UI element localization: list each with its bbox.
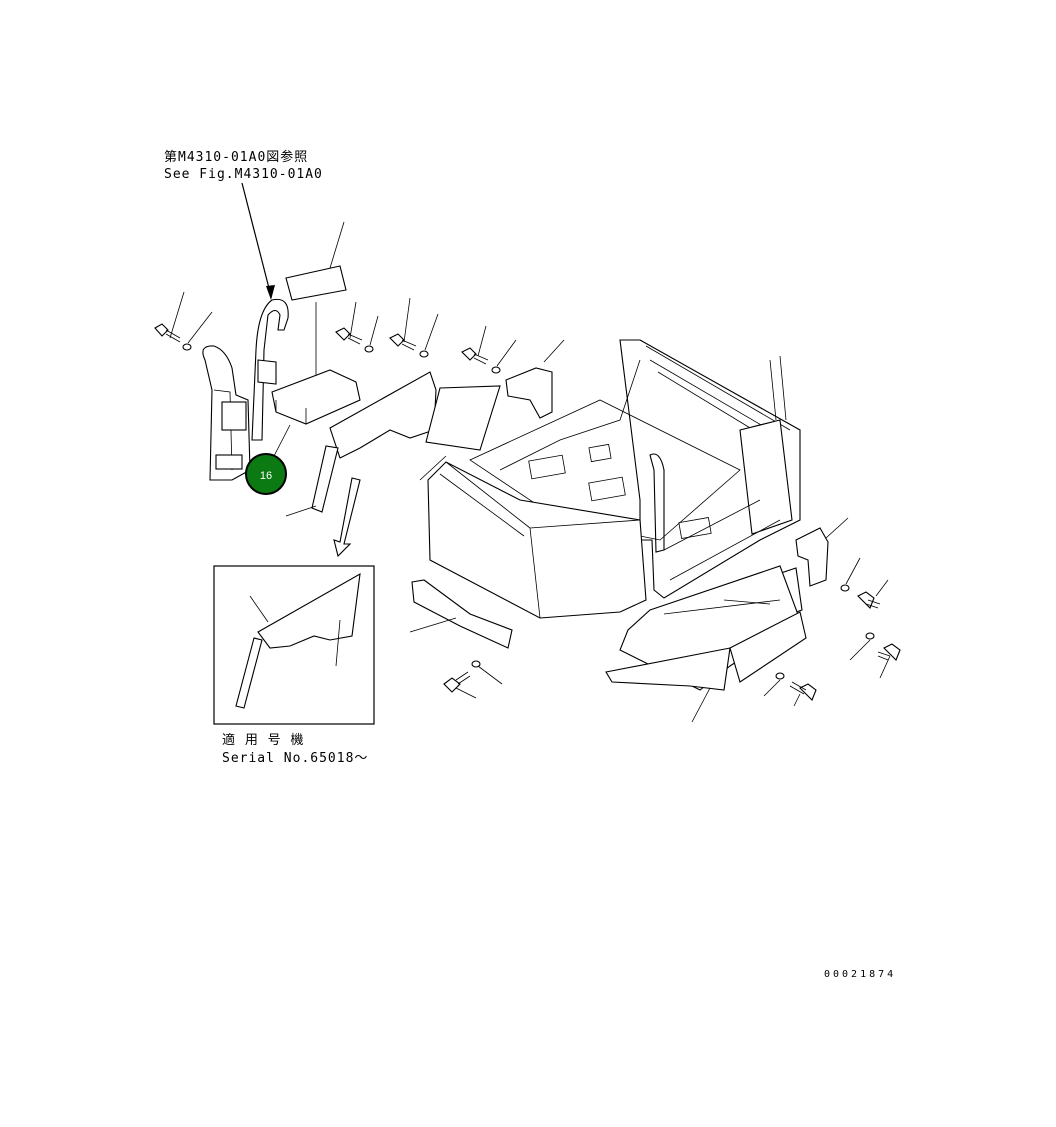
angled-plate-part <box>419 385 501 481</box>
upper-bracket-part <box>505 339 565 419</box>
document-number: 00021874 <box>824 969 896 980</box>
bolt-lower-left <box>443 660 503 699</box>
right-bracket-part <box>795 517 889 609</box>
bolt-left-part <box>154 291 213 351</box>
label-plate-part <box>285 221 347 380</box>
cover-bracket-part <box>271 369 361 425</box>
reference-arrow <box>241 182 275 300</box>
detail-arrow <box>333 477 361 558</box>
serial-jp-label: 適 用 号 機 <box>222 732 304 748</box>
callout-16-badge[interactable]: 16 <box>245 424 291 495</box>
serial-number-label: Serial No.65018～ <box>222 751 368 766</box>
handrail-left-part <box>202 298 289 481</box>
bolt-row-top <box>335 297 517 374</box>
detail-box <box>213 565 375 725</box>
reference-jp-label: 第M4310-01A0図参照 <box>164 149 308 165</box>
callout-16-number: 16 <box>260 470 272 482</box>
side-cover-panel-part <box>285 371 437 517</box>
cab-frame-part <box>469 339 801 599</box>
step-cover-part <box>619 565 803 691</box>
step-plate-part <box>605 611 807 723</box>
reference-en-label: See Fig.M4310-01A0 <box>164 167 323 182</box>
bolt-row-right <box>763 632 901 707</box>
console-box-part <box>427 461 647 619</box>
under-cover-part <box>409 579 513 649</box>
